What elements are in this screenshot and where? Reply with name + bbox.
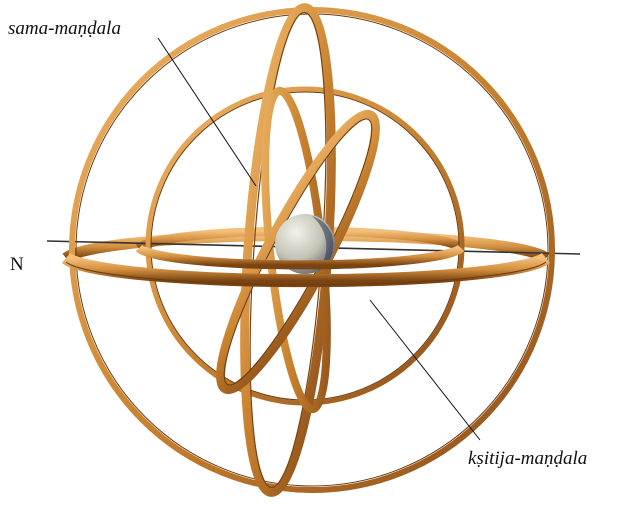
- sama-mandala-label: sama-maṇḍala: [8, 18, 121, 40]
- kshitija-mandala-label: kṣitija-maṇḍala: [468, 448, 587, 470]
- north-label: N: [10, 254, 24, 276]
- kshitija-pointer-line: [370, 300, 480, 440]
